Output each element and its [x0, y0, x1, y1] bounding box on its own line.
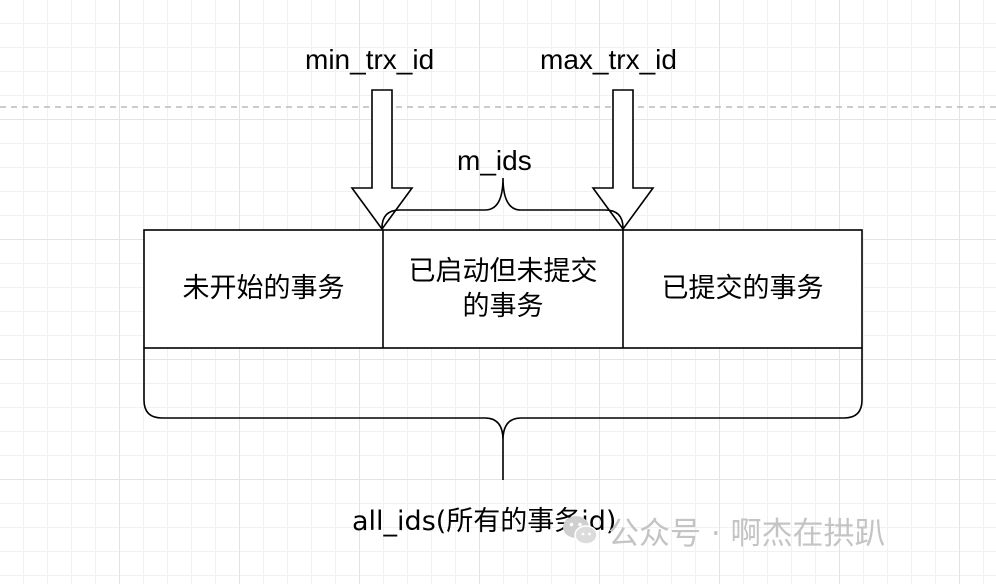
cell-committed-text: 已提交的事务	[661, 273, 824, 305]
max-trx-id-arrow	[591, 89, 655, 231]
m-ids-brace	[381, 177, 624, 229]
max-trx-id-label: max_trx_id	[540, 44, 677, 75]
cell-started-uncommitted-line2: 的事务	[462, 291, 544, 322]
cell-started-uncommitted-line1: 已启动但未提交	[408, 255, 598, 287]
m-ids-label: m_ids	[457, 145, 532, 176]
all-ids-label: all_ids(所有的事务id)	[352, 506, 617, 537]
cell-committed: 已提交的事务	[623, 230, 862, 348]
min-trx-id-arrow	[350, 89, 414, 231]
cell-started-uncommitted: 已启动但未提交 的事务	[383, 230, 623, 348]
min-trx-id-label: min_trx_id	[305, 44, 435, 75]
transactions-table-frame	[143, 229, 863, 349]
all-ids-brace	[143, 348, 863, 480]
cell-not-started: 未开始的事务	[144, 230, 383, 348]
cell-not-started-text: 未开始的事务	[182, 273, 345, 305]
